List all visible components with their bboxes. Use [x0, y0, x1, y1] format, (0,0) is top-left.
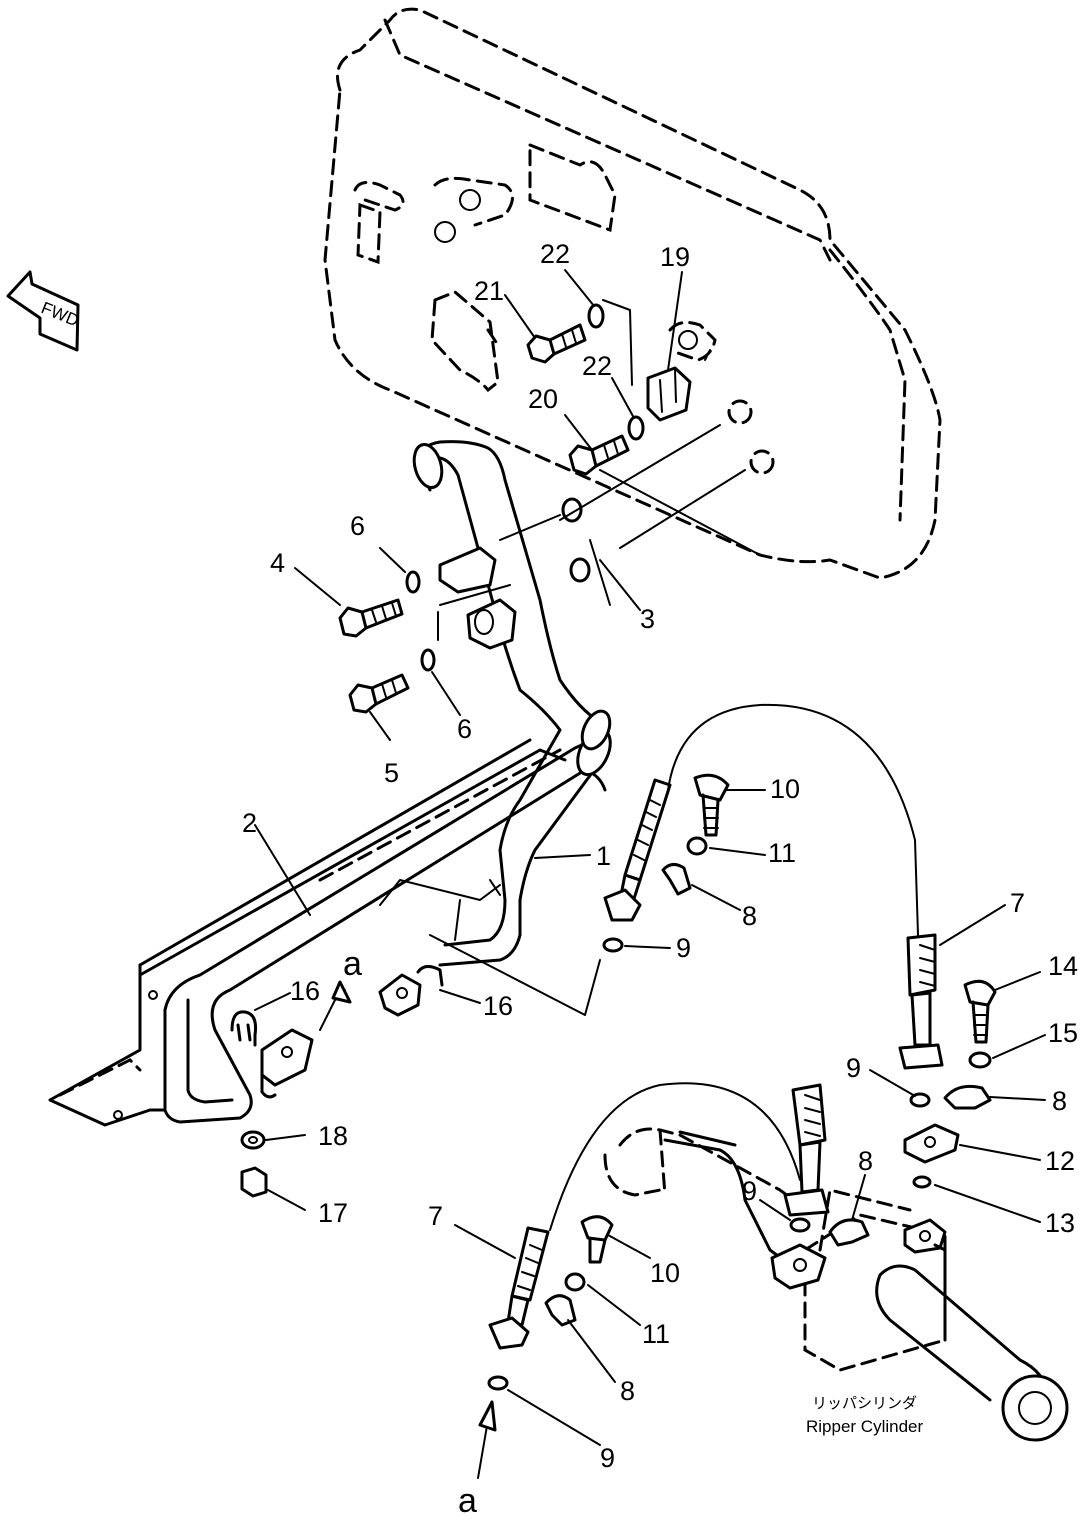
callout-10-lower: 10: [650, 1258, 680, 1288]
callout-8-lower: 8: [620, 1376, 635, 1406]
hose-7-lower: [488, 1082, 830, 1350]
callout-21: 21: [474, 276, 504, 306]
callout-7-upper: 7: [1010, 888, 1025, 918]
clamp-8-lower: [544, 1294, 577, 1327]
callout-22-lower: 22: [582, 351, 612, 381]
tube-1: [412, 440, 607, 967]
routing-lines: [439, 424, 761, 606]
bolt-5: [348, 673, 410, 714]
callout-9-lower: 9: [600, 1443, 615, 1473]
section-marker-lower: a: [458, 1482, 477, 1520]
bolt-14: [963, 979, 997, 1044]
leader-22-19: [602, 299, 633, 386]
fuel-tank: [323, 7, 942, 580]
ripper-caption-jp: リッパシリンダ: [812, 1394, 917, 1412]
callout-11-lower: 11: [642, 1319, 670, 1349]
ripper-cylinder: [603, 1127, 1069, 1442]
callout-10-upper: 10: [770, 774, 800, 804]
leader-lines: [254, 269, 1046, 1446]
clamp-16-left: [230, 1010, 257, 1047]
leader-9: [429, 934, 601, 1016]
callout-9-mid: 9: [742, 1176, 757, 1206]
washer-22-upper: [587, 303, 605, 329]
callout-13: 13: [1045, 1208, 1075, 1238]
callout-6-lower: 6: [457, 714, 472, 744]
callout-14: 14: [1048, 951, 1078, 981]
clamp-block-left: [260, 1028, 314, 1099]
callout-8-upper: 8: [742, 901, 757, 931]
washer-6-upper: [405, 570, 421, 594]
callout-6-upper: 6: [350, 511, 365, 541]
nut-17: [240, 1166, 268, 1198]
clamp-8-mid: [828, 1218, 870, 1247]
block-19: [646, 366, 692, 422]
tube-clamp-upper: [438, 546, 517, 650]
hose-7-right-fitting: [898, 933, 944, 1070]
section-arrow-upper: [319, 980, 352, 1031]
callout-16-right: 16: [483, 991, 513, 1021]
section-marker-upper: a: [343, 945, 362, 983]
callout-18: 18: [318, 1121, 348, 1151]
callout-8-mid: 8: [858, 1146, 873, 1176]
clamp-8-right: [943, 1084, 992, 1110]
callout-1: 1: [596, 841, 611, 871]
o-ring-9-mid: [789, 1217, 811, 1233]
callout-15: 15: [1048, 1018, 1078, 1048]
washer-15: [968, 1051, 992, 1069]
callout-4: 4: [270, 548, 285, 578]
bolt-10-lower: [580, 1215, 614, 1264]
callout-12: 12: [1045, 1146, 1075, 1176]
mounting-bracket: [48, 738, 567, 1127]
callout-9-upper: 9: [676, 933, 691, 963]
callout-labels: 1 2 3 4 5 6 6 7 7 8 8 8 8 9 9 9 9 10 10 …: [242, 239, 1078, 1520]
o-ring-9-right: [909, 1092, 931, 1108]
callout-5: 5: [384, 758, 399, 788]
callout-2: 2: [242, 808, 257, 838]
hose-7-upper: [603, 703, 919, 936]
tube-2: [163, 709, 612, 1124]
callout-9-right: 9: [846, 1053, 861, 1083]
o-ring-9-upper: [602, 937, 624, 953]
o-rings-3: [561, 497, 591, 583]
washer-22-lower: [627, 415, 645, 441]
plate-12: [903, 1123, 960, 1164]
clamp-block-right: [378, 965, 444, 1017]
callout-11-upper: 11: [768, 838, 796, 868]
washer-18: [240, 1130, 266, 1150]
o-ring-9-lower: [487, 1375, 509, 1391]
ripper-caption-en: Ripper Cylinder: [806, 1417, 923, 1436]
washer-11-upper: [686, 836, 708, 856]
o-ring-13: [912, 1175, 932, 1189]
leader-19: [704, 349, 711, 361]
fwd-arrow-icon: FWD: [6, 270, 81, 352]
section-arrow-lower: [477, 1400, 497, 1479]
bolt-21: [526, 323, 587, 364]
bolt-4: [338, 598, 404, 638]
callout-19: 19: [660, 242, 690, 272]
callout-17: 17: [318, 1198, 348, 1228]
washer-6-lower: [420, 648, 436, 672]
callout-7-lower: 7: [428, 1201, 443, 1231]
callout-22-upper: 22: [540, 239, 570, 269]
callout-8-right: 8: [1052, 1086, 1067, 1116]
washer-11-lower: [564, 1272, 586, 1292]
bolt-10-upper: [693, 773, 730, 837]
callout-20: 20: [528, 384, 558, 414]
clamp-8-upper: [661, 863, 692, 896]
callout-16-left: 16: [290, 976, 320, 1006]
callout-3: 3: [640, 604, 655, 634]
bolt-20: [568, 434, 630, 476]
